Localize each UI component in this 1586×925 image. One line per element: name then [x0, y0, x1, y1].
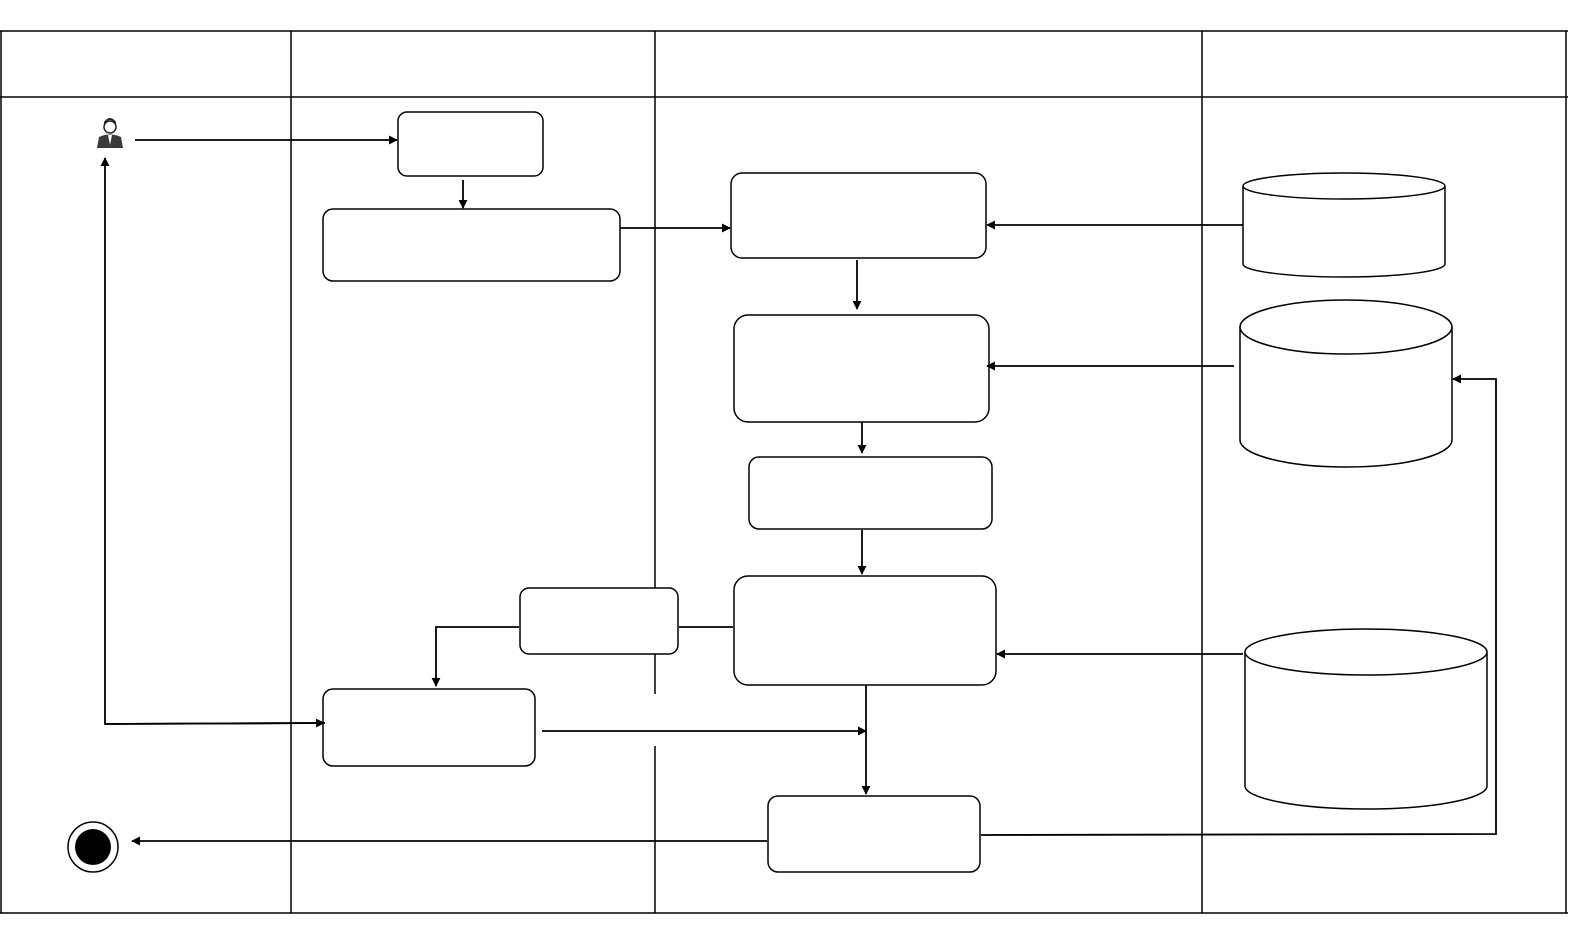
activity-1 [397, 111, 544, 177]
swimlane-frame [0, 30, 1568, 914]
flow-a8-to-start [100, 157, 326, 725]
activity-2 [322, 208, 621, 282]
activity-4 [733, 314, 990, 423]
activity-8 [322, 688, 536, 767]
final-node-icon [67, 821, 119, 873]
activity-3 [730, 172, 987, 259]
activity-7 [519, 587, 679, 655]
flow-a9-to-db2 [980, 374, 1497, 836]
activity-6 [733, 575, 997, 686]
flow-a7-to-a8 [431, 626, 519, 687]
datastore-2 [1239, 299, 1453, 468]
activity-9 [767, 795, 981, 873]
datastore-3 [1244, 628, 1488, 810]
datastore-1 [1242, 172, 1446, 278]
activity-5 [748, 456, 993, 530]
user-icon [97, 118, 123, 148]
flow-start-to-a8 [104, 718, 325, 728]
